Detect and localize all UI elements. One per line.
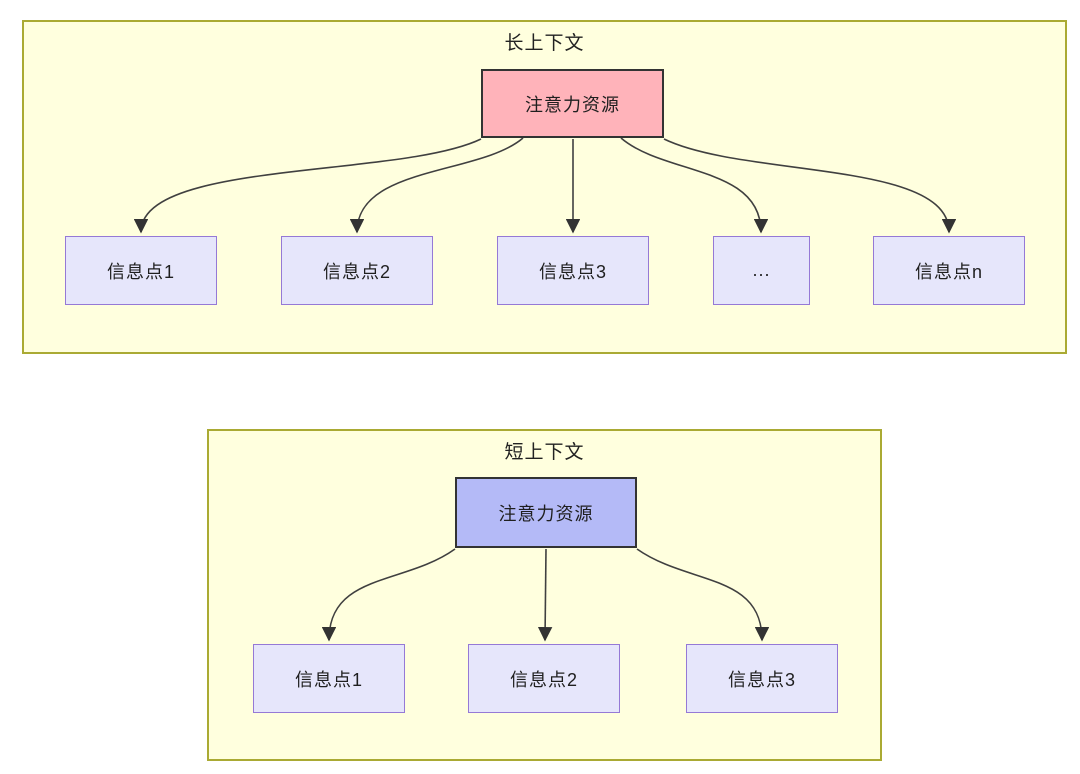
node-short-info2: 信息点2	[468, 644, 620, 713]
node-long-info1: 信息点1	[65, 236, 217, 305]
group-long-context-title: 长上下文	[504, 33, 585, 54]
node-long-dots: ...	[713, 236, 810, 305]
node-attention-long: 注意力资源	[481, 69, 664, 138]
node-short-info3: 信息点3	[686, 644, 838, 713]
group-short-context-title: 短上下文	[504, 442, 585, 463]
node-long-info3: 信息点3	[497, 236, 649, 305]
node-short-info1: 信息点1	[253, 644, 405, 713]
node-long-info2: 信息点2	[281, 236, 433, 305]
node-attention-short: 注意力资源	[455, 477, 637, 548]
node-long-infon: 信息点n	[873, 236, 1025, 305]
